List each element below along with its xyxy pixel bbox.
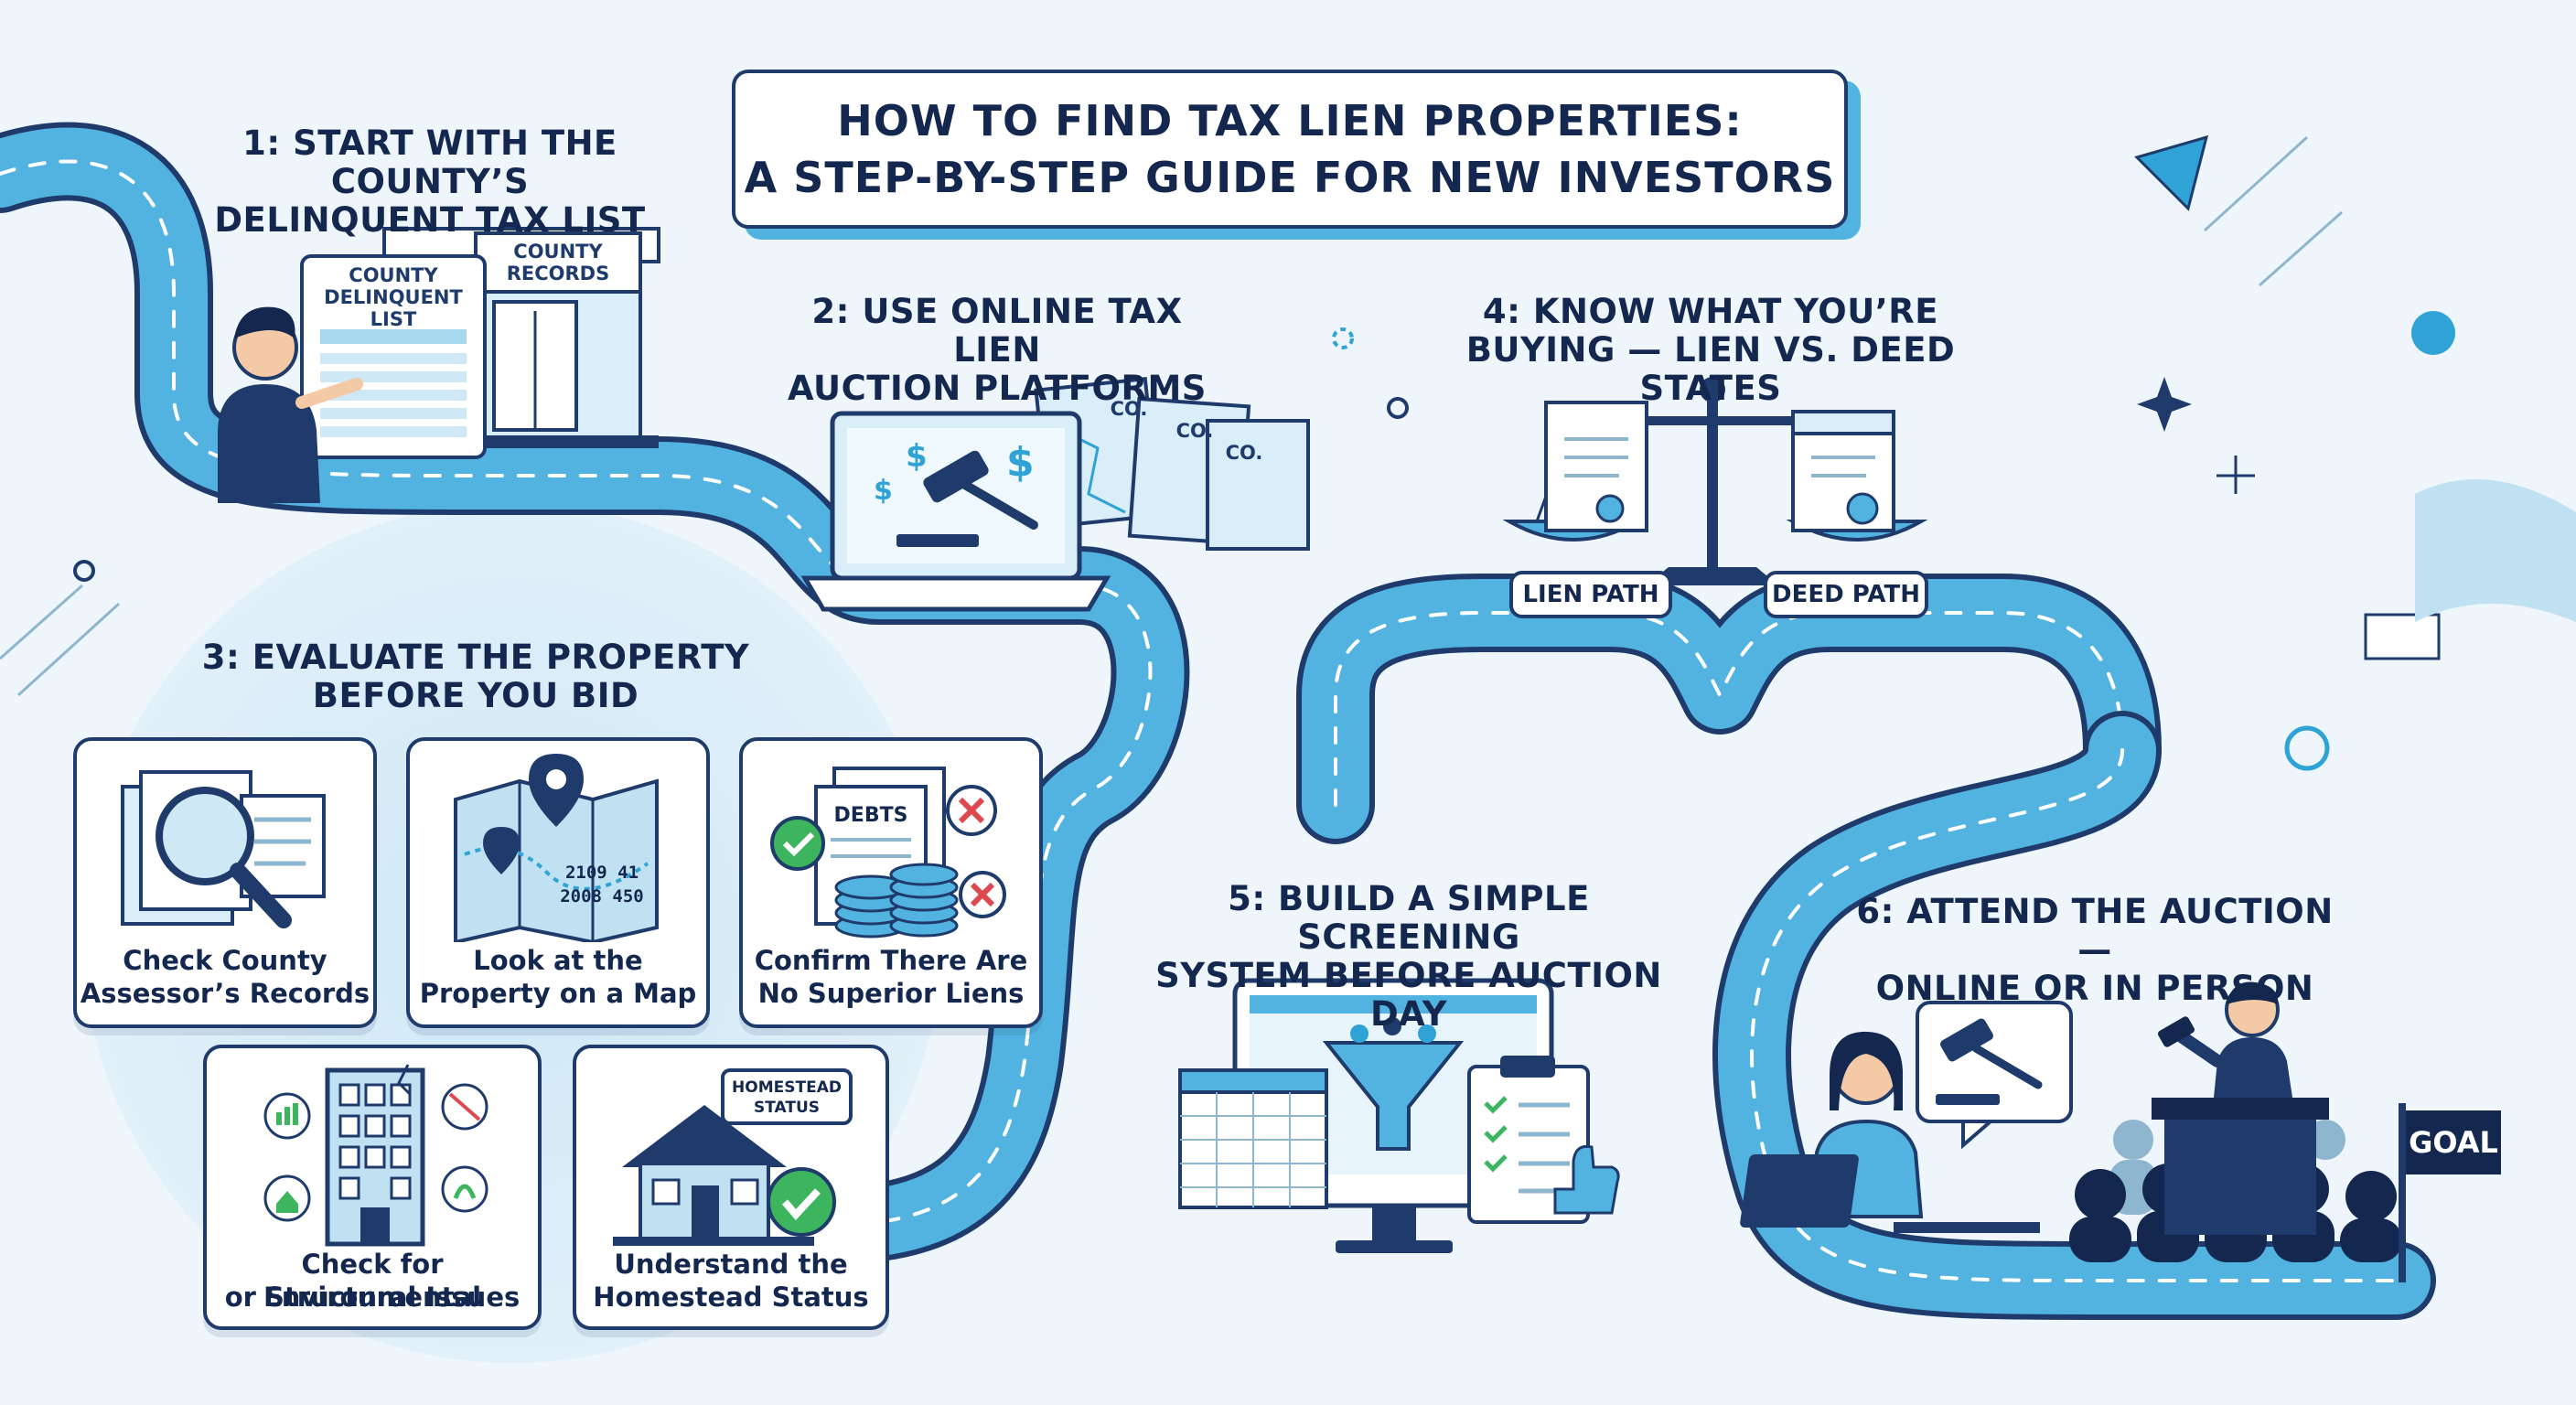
title-banner: HOW TO FIND TAX LIEN PROPERTIES: A STEP-… [732, 70, 1848, 229]
online-bidder-icon [1740, 1031, 2040, 1233]
card-label-line1: Confirm There Are [754, 945, 1028, 976]
list-sign-line: LIST [370, 308, 417, 330]
page-title-line1: HOW TO FIND TAX LIEN PROPERTIES: [837, 96, 1743, 145]
funnel-icon [1322, 1017, 1465, 1151]
step6-illustration [1740, 981, 2406, 1282]
map-number: 2109 41 [565, 863, 639, 883]
step5-label-line2: SYSTEM BEFORE AUCTION DAY [1155, 956, 1662, 1034]
step4-label: 4: KNOW WHAT YOU’RE BUYING — LIEN VS. DE… [1418, 293, 2003, 408]
dollar-icon: $ [874, 475, 893, 507]
debts-icon: DEBTS [770, 767, 1006, 938]
page-title-line2: A STEP-BY-STEP GUIDE FOR NEW INVESTORS [744, 153, 1836, 202]
step6-label-line2: ONLINE OR IN PERSON [1875, 969, 2314, 1008]
step5-label: 5: BUILD A SIMPLE SCREENING SYSTEM BEFOR… [1125, 880, 1692, 1034]
magnifier-icon [121, 770, 326, 928]
card-label-line1: Understand the [614, 1249, 848, 1280]
auctioneer-icon [2158, 981, 2292, 1098]
homestead-sign-line: HOMESTEAD [732, 1078, 842, 1097]
house-icon: HOMESTEAD STATUS [613, 1068, 853, 1246]
step6-label-line1: 6: ATTEND THE AUCTION — [1856, 892, 2334, 970]
card-label-line1: Check County [123, 945, 327, 976]
step4-illustration [1502, 377, 1928, 585]
lien-path-badge: LIEN PATH [1509, 571, 1672, 618]
step3-label-line2: BEFORE YOU BID [312, 676, 639, 715]
step1-label: 1: START WITH THE COUNTY’S DELINQUENT TA… [156, 124, 704, 240]
debts-label: DEBTS [834, 804, 908, 827]
map-label: CO. [1176, 420, 1214, 442]
step6-label: 6: ATTEND THE AUCTION — ONLINE OR IN PER… [1839, 893, 2351, 1008]
card-homestead-status: HOMESTEAD STATUS Understand the Homestea… [573, 1045, 889, 1330]
card-label-line2: Assessor’s Records [80, 978, 370, 1009]
step2-label: 2: USE ONLINE TAX LIEN AUCTION PLATFORMS [768, 293, 1226, 408]
step1-label-line1: 1: START WITH THE COUNTY’S [242, 123, 617, 201]
card-label-line2: Homestead Status [593, 1282, 869, 1313]
card-label-line2: Property on a Map [419, 978, 697, 1009]
building-sign-line: RECORDS [507, 263, 610, 284]
step2-illustration: $ $ $ [800, 376, 1310, 612]
building-sign-line: COUNTY [513, 241, 603, 263]
map-number: 2008 450 [560, 886, 644, 906]
step2-label-line1: 2: USE ONLINE TAX LIEN [811, 292, 1183, 370]
gavel-speech-bubble-icon [1916, 1001, 2073, 1150]
homestead-sign-line: STATUS [754, 1099, 820, 1117]
card-environmental-issues: Check for Environmental or Structural Is… [203, 1045, 542, 1330]
goal-flag: GOAL [2406, 1110, 2501, 1174]
check-icon [1484, 1096, 1508, 1173]
check-icon [770, 816, 825, 871]
card-label-line1: Look at the [473, 945, 643, 976]
step5-illustration [1178, 978, 1620, 1253]
card-label-line2: or Structural Issues [224, 1282, 521, 1313]
card-label-line1: Check for Environmental [263, 1249, 482, 1313]
card-assessor-records: Check County Assessor’s Records [73, 737, 377, 1028]
step1-illustration [218, 227, 660, 503]
list-sign-line: COUNTY [349, 264, 438, 286]
card-label-line2: No Superior Liens [757, 978, 1025, 1009]
step5-label-line1: 5: BUILD A SIMPLE SCREENING [1228, 879, 1590, 957]
step3-label: 3: EVALUATE THE PROPERTY BEFORE YOU BID [201, 638, 750, 715]
map-label: CO. [1226, 442, 1263, 464]
card-property-map: 2109 41 2008 450 Look at the Property on… [406, 737, 710, 1028]
check-icon [767, 1167, 836, 1237]
delinquent-list-scroll-icon [300, 254, 487, 459]
laptop-icon [800, 411, 1111, 612]
step1-label-line2: DELINQUENT TAX LIST [214, 200, 646, 240]
step3-label-line1: 3: EVALUATE THE PROPERTY [201, 638, 750, 677]
gavel-icon [896, 450, 1038, 547]
list-sign-line: DELINQUENT [324, 286, 463, 308]
cross-icon [946, 785, 1006, 918]
clipboard-icon [1467, 1056, 1590, 1224]
decorations [0, 134, 2576, 771]
certificate-icon [1544, 401, 1648, 532]
step2-label-line2: AUCTION PLATFORMS [788, 369, 1207, 408]
road [0, 122, 2436, 1320]
deed-path-badge: DEED PATH [1764, 571, 1928, 618]
spreadsheet-icon [1178, 1068, 1328, 1209]
map-pin-icon: 2109 41 2008 450 [454, 754, 659, 942]
thumbs-up-icon [1553, 1144, 1620, 1215]
card-superior-liens: DEBTS Confirm There Are No Superior Lien… [739, 737, 1043, 1028]
person-reading-icon [218, 306, 363, 503]
dollar-icon: $ [1006, 439, 1035, 486]
deed-scroll-icon [1791, 410, 1895, 532]
podium-icon [2152, 1098, 2329, 1235]
dollar-icon: $ [906, 438, 928, 475]
step4-label-line2: BUYING — LIEN VS. DEED STATES [1465, 330, 1956, 408]
step4-label-line1: 4: KNOW WHAT YOU’RE [1482, 292, 1939, 331]
building-icon [263, 1064, 488, 1247]
map-label: CO. [1111, 398, 1148, 420]
